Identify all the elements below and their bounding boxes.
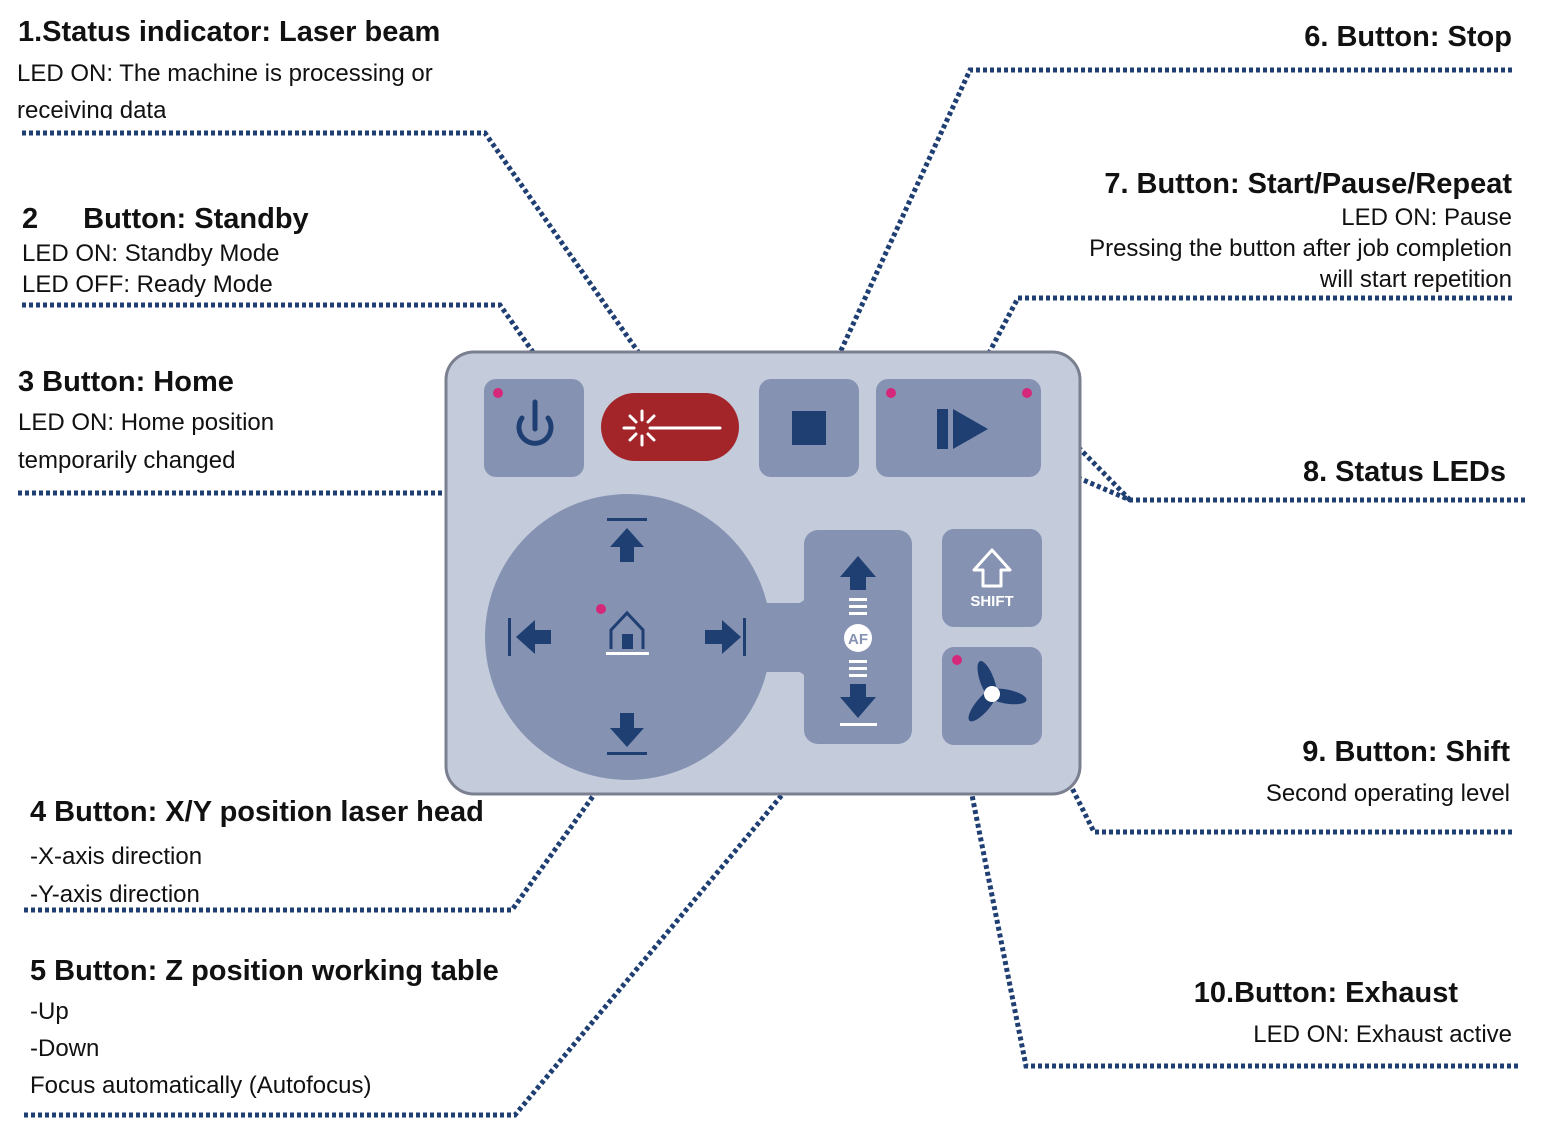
callout-10-desc-line1: LED ON: Exhaust active [1253, 1021, 1512, 1048]
arrow-right-icon [705, 618, 746, 656]
leader-xy [24, 745, 631, 913]
callout-5-desc-line2: -Down [30, 1035, 100, 1062]
exhaust-button[interactable] [942, 647, 1042, 745]
callout-3-title: 3 Button: Home [18, 366, 234, 398]
z-down-icon [840, 684, 876, 718]
callout-8-title: 8. Status LEDs [1302, 456, 1506, 488]
standby-button[interactable] [484, 379, 584, 477]
exhaust-led [952, 655, 962, 665]
callout-2-title: 2 Button: Standby [22, 203, 309, 236]
stop-icon [792, 411, 826, 445]
stop-button[interactable] [759, 379, 859, 477]
home-icon [606, 610, 649, 655]
callout-7-desc-line3: will start repetition [1319, 266, 1512, 293]
shift-label: SHIFT [970, 593, 1013, 610]
callout-10-title: 10.Button: Exhaust [1193, 977, 1458, 1009]
callout-2-desc-line2: LED OFF: Ready Mode [22, 271, 273, 298]
callout-1-desc-line2: receiving data [17, 97, 167, 119]
callout-2-title-text: Button: Standby [83, 203, 309, 235]
leader-start [969, 295, 1512, 387]
x-right-button[interactable] [705, 618, 746, 656]
af-label: AF [848, 631, 868, 648]
callout-1-desc-line1: LED ON: The machine is processing or [17, 60, 433, 87]
callout-4-desc-line1: -X-axis direction [30, 843, 203, 870]
callout-7-desc-line2: Pressing the button after job completion [1089, 235, 1512, 262]
start-pause-icon [937, 409, 988, 449]
fan-icon [968, 660, 1027, 722]
callout-2-number: 2 [22, 203, 39, 235]
callout-9-title: 9. Button: Shift [1302, 736, 1510, 768]
x-left-button[interactable] [508, 618, 551, 656]
leader-exhaust [963, 764, 1518, 1069]
z-down-button[interactable] [840, 660, 877, 726]
standby-led [493, 388, 503, 398]
shift-button[interactable]: SHIFT [942, 529, 1042, 627]
callout-4-desc-line2: -Y-axis direction [30, 881, 200, 908]
laser-beam-icon [622, 409, 722, 447]
home-led [596, 604, 606, 614]
callout-3-desc-line1: LED ON: Home position [18, 409, 275, 436]
arrow-up-icon [607, 518, 647, 562]
callout-7-title: 7. Button: Start/Pause/Repeat [1104, 168, 1512, 200]
y-up-button[interactable] [607, 518, 647, 562]
callout-9-desc-line1: Second operating level [1265, 780, 1510, 807]
z-up-icon [840, 556, 876, 590]
home-button[interactable] [596, 604, 649, 655]
start-led-left [886, 388, 896, 398]
callout-7-desc-line1: LED ON: Pause [1341, 204, 1512, 231]
leader-z [24, 703, 859, 1118]
callout-5-desc-line3: Focus automatically (Autofocus) [30, 1072, 372, 1099]
callout-5-desc-line1: -Up [30, 998, 69, 1025]
callout-4-title: 4 Button: X/Y position laser head [30, 796, 484, 828]
start-led-right [1022, 388, 1032, 398]
z-up-button[interactable] [840, 556, 876, 615]
power-icon [516, 399, 554, 446]
start-pause-button[interactable] [876, 379, 1041, 477]
callout-5-title: 5 Button: Z position working table [30, 955, 499, 987]
arrow-down-icon [607, 713, 647, 755]
callout-6-title: 6. Button: Stop [1304, 21, 1512, 53]
autofocus-button[interactable]: AF [844, 624, 872, 652]
laser-beam-indicator [601, 393, 739, 461]
callout-1-title: 1.Status indicator: Laser beam [18, 16, 441, 48]
leader-laser [22, 130, 686, 418]
leader-stop [806, 67, 1512, 422]
y-down-button[interactable] [607, 713, 647, 755]
arrow-left-icon [508, 618, 551, 656]
callout-2-desc-line1: LED ON: Standby Mode [22, 240, 280, 267]
callout-3-desc-line2: temporarily changed [18, 447, 236, 474]
shift-icon [972, 548, 1012, 588]
leader-standby [22, 302, 573, 407]
